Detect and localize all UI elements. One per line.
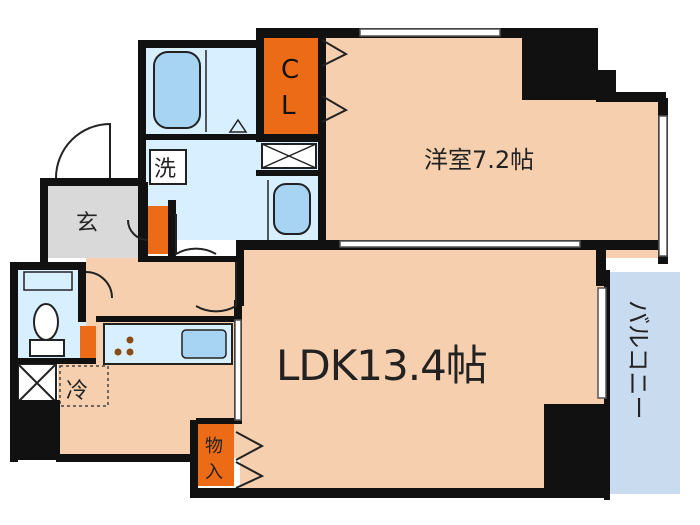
entrance-floor bbox=[44, 182, 140, 258]
closet-label-l: L bbox=[281, 91, 296, 121]
closet-small-1 bbox=[148, 206, 168, 254]
toilet-icon bbox=[29, 303, 65, 357]
faucet-icon bbox=[228, 118, 248, 133]
closet-cl bbox=[262, 36, 320, 136]
fridge-space bbox=[59, 365, 109, 407]
laundry-label: 洗 bbox=[154, 157, 176, 182]
balcony-label: バルコニー bbox=[624, 300, 652, 420]
ldk-floor bbox=[240, 246, 604, 490]
fridge-label: 冷 bbox=[66, 379, 88, 404]
laundry-label-box bbox=[149, 149, 187, 185]
windows bbox=[234, 28, 668, 421]
western-room-label: 洋室7.2帖 bbox=[424, 146, 534, 174]
storage-closet bbox=[196, 424, 234, 486]
storage-label-2: 入 bbox=[205, 462, 223, 483]
stove-icon bbox=[114, 336, 134, 356]
sink-basin bbox=[273, 183, 311, 235]
hall-floor bbox=[86, 258, 242, 324]
doors bbox=[55, 39, 349, 489]
ldk-label: LDK13.4帖 bbox=[276, 341, 487, 390]
entrance-label: 玄 bbox=[76, 211, 98, 236]
closet-small-2 bbox=[80, 326, 96, 360]
storage-label-1: 物 bbox=[205, 436, 223, 457]
kitchen-sink bbox=[181, 329, 227, 359]
bathtub bbox=[153, 51, 201, 129]
balcony-floor bbox=[606, 272, 680, 494]
toilet-shelf bbox=[23, 271, 73, 291]
closet-label-c: C bbox=[281, 55, 299, 85]
western-room-floor bbox=[322, 36, 660, 258]
